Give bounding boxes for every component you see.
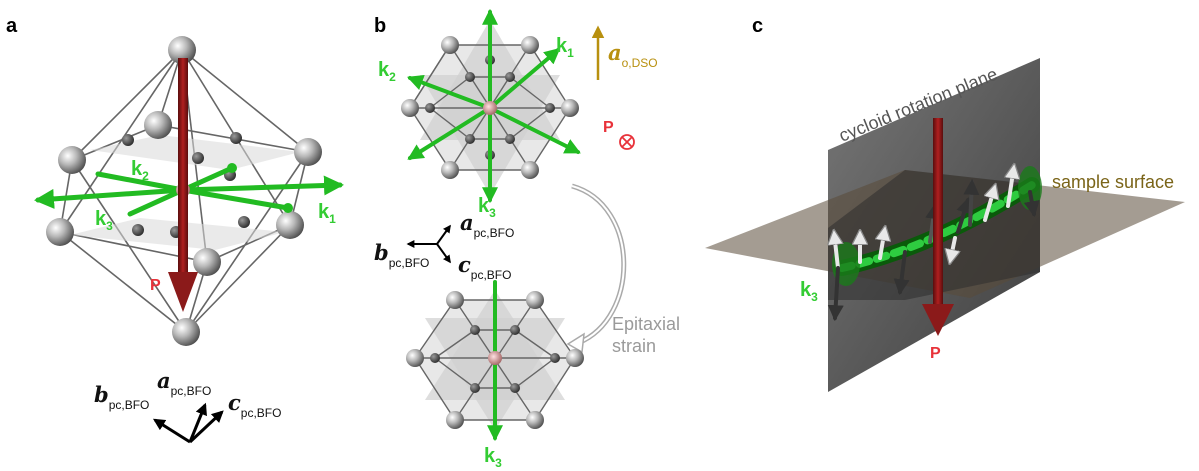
k1-label-b: k1	[556, 35, 574, 60]
epitaxial-strain-arrow-inner	[571, 185, 625, 344]
panel-letter-c: c	[752, 15, 763, 37]
k2-rod	[180, 165, 235, 193]
k3-end-ball	[283, 203, 293, 213]
a-axis-label-a: apc,BFO	[157, 368, 211, 398]
spin-arrows	[834, 166, 1040, 322]
into-page-symbol	[619, 134, 635, 150]
strain-label-line2: strain	[612, 336, 656, 356]
k2-label-b: k2	[378, 59, 396, 84]
k-vectors-a	[34, 165, 344, 217]
p-arrow-c	[922, 118, 954, 336]
k1-label-a: k1	[318, 201, 336, 226]
strain-label-line1: Epitaxial	[612, 314, 680, 334]
epitaxial-strain-arrowhead	[566, 332, 585, 354]
center-atom-b-bottom	[488, 351, 502, 365]
c-axis-label-b: cpc,BFO	[458, 252, 511, 282]
panel-a: a	[6, 15, 344, 444]
cycloid-end-disk-right	[1018, 166, 1042, 210]
a-axis-label-b: apc,BFO	[460, 210, 514, 240]
p-label-b: P	[603, 119, 614, 136]
ao-dso-label: ao,DSO	[608, 40, 658, 70]
surface-label: sample surface	[1052, 172, 1174, 192]
k3-label-c: k3	[800, 279, 818, 304]
k3-rod	[180, 187, 291, 211]
k-vectors-b-top	[407, 8, 581, 204]
k1-arrow-left	[34, 187, 186, 209]
p-arrow-a	[168, 58, 198, 312]
panel-letter-a: a	[6, 15, 18, 37]
k1-arrow-b	[488, 47, 561, 110]
b-axis-label-a: bpc,BFO	[94, 382, 149, 412]
p-label-c: P	[930, 345, 941, 362]
panel-letter-b: b	[374, 15, 386, 37]
k3-label-b-bottom: k3	[484, 445, 502, 470]
b-axis-label-b: bpc,BFO	[374, 240, 429, 270]
k1-arrow-right	[180, 175, 344, 196]
center-atom-b-top	[483, 101, 497, 115]
k2-label-a: k2	[131, 158, 149, 183]
large-atoms	[46, 36, 322, 346]
panel-b: b	[374, 8, 680, 470]
k3-label-b-top: k3	[478, 195, 496, 220]
inner-plane-top	[90, 135, 300, 170]
k3-label-a: k3	[95, 208, 113, 233]
p-label-a: P	[150, 277, 161, 294]
axes-triad-b	[406, 224, 451, 264]
axes-triad-a	[152, 402, 224, 444]
k2-arrow-b	[407, 75, 492, 110]
k2-rod-back	[95, 171, 186, 193]
k2-end-ball	[227, 163, 237, 173]
small-atoms	[122, 132, 250, 238]
into-page-cross	[621, 136, 633, 148]
c-axis-label-a: cpc,BFO	[228, 390, 281, 420]
k3-rod-back	[127, 187, 186, 217]
panel-c: c cycloid rotation plane sample surface	[705, 15, 1185, 392]
